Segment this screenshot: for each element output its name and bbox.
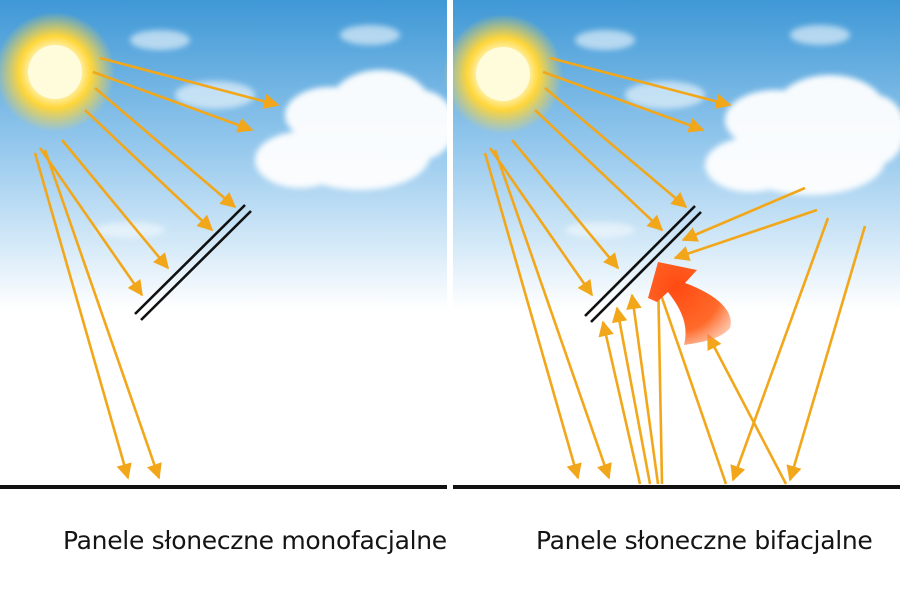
reflected-ray [658,291,728,485]
sun-ray [60,139,170,270]
sky-ray [730,217,830,482]
monofacial-panel [0,0,455,489]
sun-ray [94,87,237,209]
sun-ray [38,147,144,297]
sky-ray [673,208,818,261]
caption-monofacial: Panele słoneczne monofacjalne [63,526,447,555]
sun-ray [92,70,254,133]
rays-left [33,56,280,480]
sun-ray [483,152,582,480]
sun-ray [542,70,705,133]
sun-ray [493,149,612,480]
reflected-ray [650,273,667,485]
sun-ray [99,56,280,109]
sun-ray [43,149,162,480]
sun-ray [510,139,620,270]
caption-bifacial: Panele słoneczne bifacjalne [536,526,873,555]
sun-icon [0,12,115,132]
rays-right [483,56,867,485]
panel-divider [447,0,453,600]
reflected-ray [611,306,652,485]
sun-ray [549,56,732,109]
sun-ray [534,109,664,232]
sun-icon [443,14,563,134]
sky-ray [786,225,867,482]
solar-panel-icon [584,205,702,323]
reflected-ray [598,320,642,485]
sun-ray [488,147,594,297]
sun-ray [544,87,688,209]
cloud-icon [565,25,900,238]
sky-ray [681,186,806,242]
sun-ray [33,152,132,480]
sun-ray [84,109,214,232]
reflected-ray [626,293,660,485]
bifacial-panel [443,0,900,489]
cloud-icon [95,25,455,238]
solar-panel-icon [134,204,252,321]
reflection-arrow-icon [648,262,731,345]
reflected-ray [706,333,788,485]
